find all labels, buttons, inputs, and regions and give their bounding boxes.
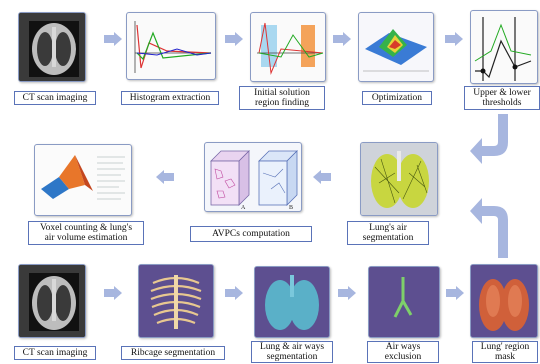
airways-exclusion-label: Air ways exclusion (367, 341, 439, 363)
optimization-label: Optimization (362, 91, 432, 105)
avpc-thumbnail: A B (204, 142, 302, 212)
arrow-right-1 (104, 32, 122, 46)
arrow-right-6 (225, 286, 243, 300)
ct-scan-thumbnail-bottom (18, 264, 86, 338)
arrow-left-2 (156, 170, 174, 184)
lung-airways-thumbnail (254, 266, 330, 338)
thresholds-thumbnail (470, 10, 538, 84)
thresholds-label: Upper & lower thresholds (464, 86, 540, 110)
lung-region-mask-thumbnail (470, 264, 538, 338)
arrow-left-1 (313, 170, 331, 184)
initial-solution-label: Initial solution region finding (239, 86, 325, 110)
ct-scan-image-bottom (19, 265, 85, 337)
ribcage-image (139, 265, 213, 337)
ribcage-label: Ribcage segmentation (121, 346, 225, 360)
lung-region-mask-image (471, 265, 537, 337)
air-segmentation-image (361, 143, 437, 215)
avpc-cubes: A B (210, 150, 298, 211)
lung-airways-label: Lung & air ways segmentation (251, 341, 333, 363)
voxel-counting-label: Voxel counting & lung's air volume estim… (28, 221, 144, 245)
cube-b-letter: B (289, 205, 293, 211)
matlab-logo-image (41, 155, 125, 200)
arrow-right-8 (446, 286, 464, 300)
cube-a-letter: A (241, 205, 246, 211)
initial-solution-plot (257, 22, 324, 75)
lung-airways-image (255, 267, 329, 337)
arrow-right-5 (104, 286, 122, 300)
ct-scan-label-top: CT scan imaging (14, 91, 96, 105)
initial-solution-thumbnail (250, 12, 326, 82)
ribcage-thumbnail (138, 264, 214, 338)
voxel-counting-thumbnail (34, 144, 132, 216)
optimization-surface (363, 29, 429, 72)
ct-scan-image-top (19, 13, 85, 81)
arrow-right-3 (333, 32, 351, 46)
histogram-label: Histogram extraction (121, 91, 219, 105)
air-segmentation-thumbnail (360, 142, 438, 216)
optimization-thumbnail (358, 12, 434, 82)
lung-region-mask-label: Lung' region mask (472, 341, 538, 363)
histogram-plot (134, 21, 212, 73)
airways-exclusion-image (369, 267, 439, 337)
air-segmentation-label: Lung's air segmentation (347, 221, 429, 245)
curved-arrow-up-2 (470, 198, 508, 258)
arrow-right-7 (338, 286, 356, 300)
airways-exclusion-thumbnail (368, 266, 440, 338)
ct-scan-label-bottom: CT scan imaging (14, 346, 96, 360)
arrow-right-4 (445, 32, 463, 46)
ct-scan-thumbnail-top (18, 12, 86, 82)
histogram-thumbnail (126, 12, 216, 80)
avpc-label: AVPCs computation (190, 226, 312, 242)
curved-arrow-down-1 (470, 114, 508, 164)
thresholds-plot (474, 17, 532, 81)
arrow-right-2 (225, 32, 243, 46)
